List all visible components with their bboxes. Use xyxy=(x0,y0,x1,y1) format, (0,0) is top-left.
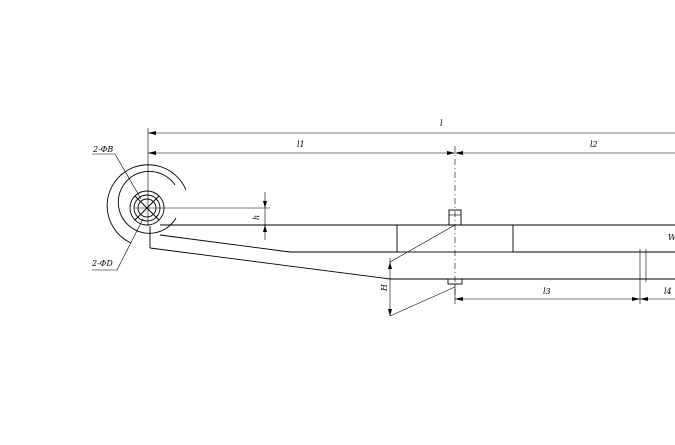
label-l2: l2 xyxy=(590,140,598,149)
eye-diameter-callouts: 2-ΦB 2-ΦD xyxy=(91,145,144,271)
dimension-eye-height: h xyxy=(160,192,270,240)
spring-eye xyxy=(106,164,270,244)
dimension-overall-length: l xyxy=(147,119,675,226)
label-diameter-top: 2-ΦB xyxy=(92,145,113,154)
label-right-edge: W xyxy=(668,233,675,242)
leaf-stack xyxy=(149,224,675,282)
label-l1: l1 xyxy=(297,140,305,149)
dimension-l4: l4 xyxy=(640,287,672,301)
dimension-l3: l3 xyxy=(454,282,675,304)
label-leaf-stack: H xyxy=(380,283,389,292)
label-diameter-bottom: 2-ΦD xyxy=(91,259,113,268)
label-l3: l3 xyxy=(543,287,551,296)
label-l4: l4 xyxy=(664,287,672,296)
dimension-leaf-stack: H xyxy=(380,224,456,317)
label-eye-height: h xyxy=(252,215,261,220)
dimension-l1: l1 xyxy=(148,140,455,155)
dimension-l2: l2 xyxy=(455,140,675,155)
label-overall-length: l xyxy=(440,119,443,128)
